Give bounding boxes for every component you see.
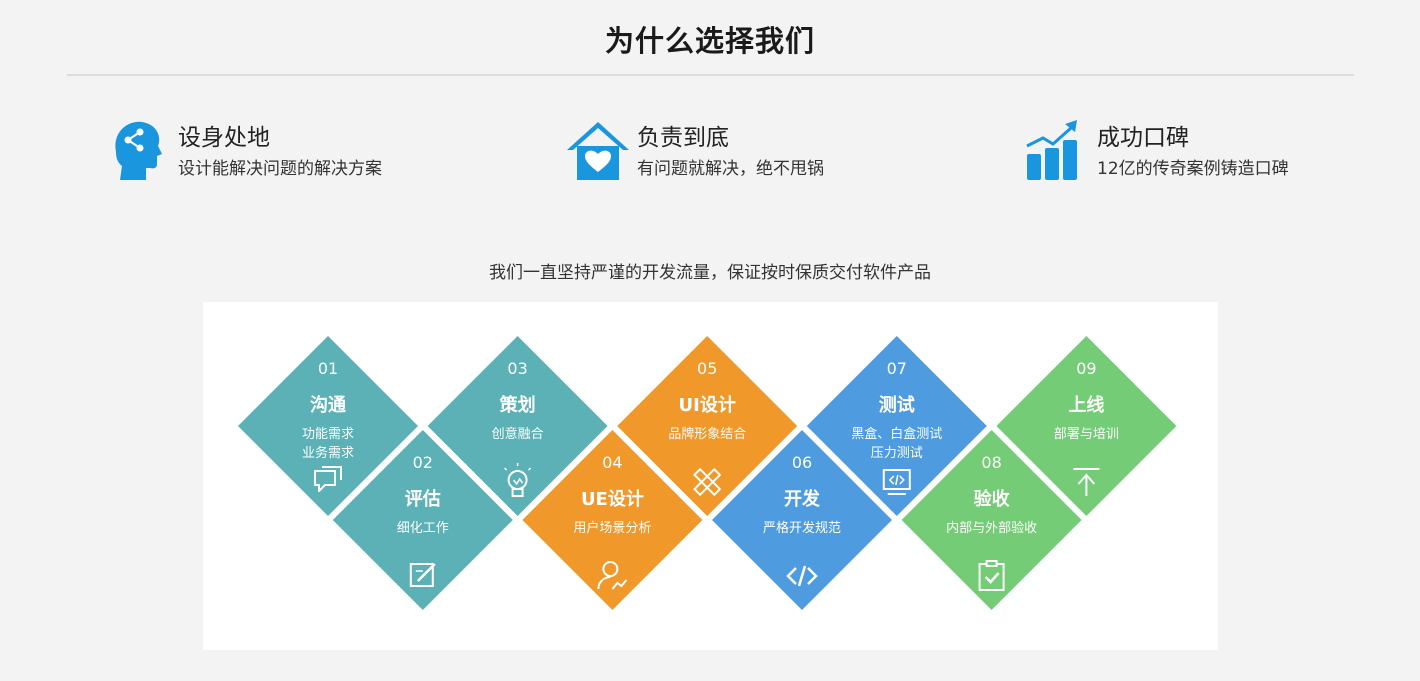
step-title: 开发 bbox=[784, 488, 821, 510]
step-diamond bbox=[332, 430, 513, 610]
step-desc: 部署与培训 bbox=[1054, 426, 1119, 442]
step-number: 09 bbox=[1076, 359, 1096, 378]
upload-arrow-icon bbox=[1073, 468, 1100, 496]
step-desc: 用户场景分析 bbox=[573, 520, 651, 536]
step-diamond bbox=[238, 336, 418, 516]
page-title: 为什么选择我们 bbox=[604, 24, 815, 58]
step-title: 测试 bbox=[879, 394, 915, 416]
step-number: 04 bbox=[602, 453, 622, 472]
head-share-icon bbox=[115, 121, 162, 180]
step-desc: 创意融合 bbox=[492, 426, 544, 442]
code-icon bbox=[786, 565, 818, 587]
lightbulb-icon bbox=[504, 463, 532, 497]
feature-desc: 有问题就解决，绝不甩锅 bbox=[637, 159, 824, 179]
step-number: 06 bbox=[792, 453, 812, 472]
step-desc-2: 压力测试 bbox=[871, 446, 923, 461]
step-number: 02 bbox=[413, 453, 433, 472]
step-title: UI设计 bbox=[679, 394, 736, 416]
step-desc: 黑盒、白盒测试 bbox=[851, 426, 942, 442]
feature-name: 设身处地 bbox=[178, 125, 270, 151]
user-chart-icon bbox=[597, 561, 628, 590]
step-diamond bbox=[901, 430, 1082, 610]
step-title: UE设计 bbox=[581, 488, 644, 510]
step-desc: 细化工作 bbox=[397, 521, 449, 536]
feature-reputation: 成功口碑 12亿的传奇案例铸造口碑 bbox=[1025, 112, 1345, 182]
monitor-code-icon bbox=[882, 469, 911, 495]
step-diamond bbox=[427, 336, 608, 516]
clipboard-check-icon bbox=[978, 560, 1005, 591]
process-subtitle: 我们一直坚持严谨的开发流量，保证按时保质交付软件产品 bbox=[489, 263, 931, 283]
step-number: 05 bbox=[697, 359, 717, 378]
step-desc: 功能需求 bbox=[302, 427, 354, 442]
feature-desc: 设计能解决问题的解决方案 bbox=[178, 159, 382, 179]
step-title: 评估 bbox=[405, 488, 441, 510]
step-number: 01 bbox=[318, 359, 338, 378]
step-diamond bbox=[996, 336, 1177, 516]
step-title: 沟通 bbox=[310, 394, 346, 416]
step-desc-2: 业务需求 bbox=[302, 445, 354, 461]
step-title: 策划 bbox=[500, 394, 536, 416]
step-title: 验收 bbox=[974, 488, 1010, 510]
bar-chart-growth-icon bbox=[1026, 120, 1077, 180]
edit-note-icon bbox=[409, 563, 436, 587]
step-desc: 严格开发规范 bbox=[763, 520, 841, 536]
step-number: 07 bbox=[887, 359, 907, 378]
step-diamond bbox=[522, 430, 703, 610]
step-number: 03 bbox=[507, 359, 527, 378]
step-diamond bbox=[806, 336, 987, 516]
feature-name: 负责到底 bbox=[637, 125, 729, 151]
step-desc: 内部与外部验收 bbox=[946, 520, 1037, 536]
step-desc: 品牌形象结合 bbox=[668, 426, 746, 442]
feature-desc: 12亿的传奇案例铸造口碑 bbox=[1097, 159, 1289, 179]
feature-responsibility: 负责到底 有问题就解决，绝不甩锅 bbox=[565, 112, 885, 182]
feature-name: 成功口碑 bbox=[1097, 125, 1189, 151]
step-diamond bbox=[617, 336, 798, 516]
title-divider bbox=[67, 74, 1354, 76]
ruler-pencil-icon bbox=[693, 467, 722, 497]
step-number: 08 bbox=[981, 453, 1001, 472]
home-heart-icon bbox=[567, 122, 629, 180]
step-diamond bbox=[712, 430, 892, 610]
chat-icon bbox=[314, 466, 342, 492]
step-title: 上线 bbox=[1068, 394, 1104, 416]
feature-empathy: 设身处地 设计能解决问题的解决方案 bbox=[106, 112, 426, 182]
